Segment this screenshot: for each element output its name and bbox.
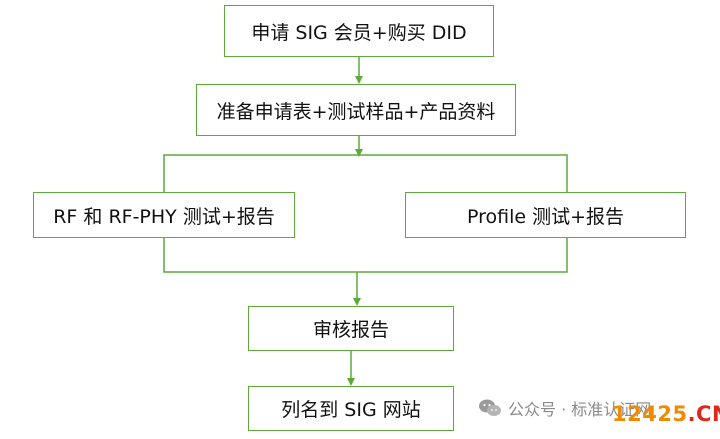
watermark: 公众号 · 标准认证网	[478, 396, 651, 420]
node-label: RF 和 RF-PHY 测试+报告	[53, 205, 275, 228]
watermark-site-domain: .CN	[687, 402, 720, 426]
wechat-icon	[478, 398, 502, 418]
watermark-site: 12425.CN	[612, 402, 720, 426]
node-label: 列名到 SIG 网站	[281, 399, 421, 421]
node-label: 准备申请表+测试样品+产品资料	[216, 100, 496, 123]
node-profile-test: Profile 测试+报告	[405, 192, 686, 238]
node-label: 申请 SIG 会员+购买 DID	[251, 21, 467, 44]
node-prepare-materials: 准备申请表+测试样品+产品资料	[196, 84, 516, 136]
edge-merge-horizontal	[163, 238, 568, 273]
node-label: 审核报告	[312, 319, 389, 341]
node-list-on-sig: 列名到 SIG 网站	[248, 386, 454, 431]
node-rf-test: RF 和 RF-PHY 测试+报告	[33, 192, 295, 238]
watermark-account: 公众号 · 标准认证网	[508, 400, 652, 419]
node-review-report: 审核报告	[248, 306, 454, 351]
watermark-site-number: 12425	[612, 402, 688, 426]
edge-split-horizontal	[163, 154, 568, 192]
node-apply-membership: 申请 SIG 会员+购买 DID	[224, 5, 494, 57]
node-label: Profile 测试+报告	[466, 205, 625, 228]
